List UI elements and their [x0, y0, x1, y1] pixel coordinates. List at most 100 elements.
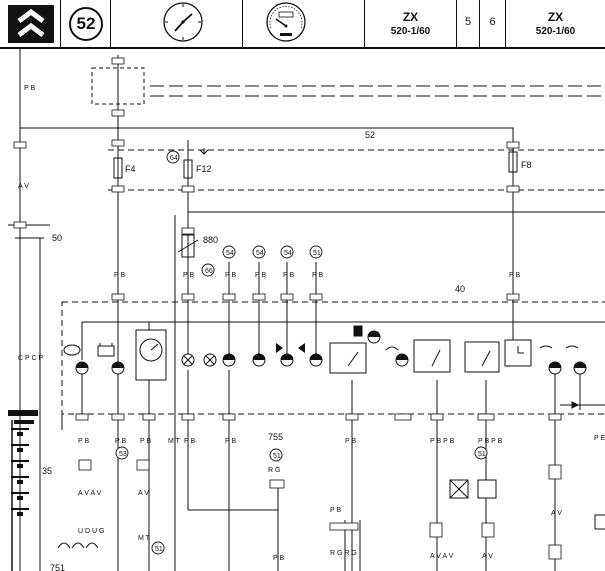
wiper-icon	[539, 345, 553, 349]
wire-code-pb-15: P B	[330, 507, 341, 514]
clock-icon	[163, 2, 203, 42]
connector-stack-35	[8, 410, 38, 516]
conn-14	[252, 293, 266, 301]
label-880: 880	[203, 235, 218, 245]
wire-code-pb-16: P B	[273, 555, 284, 562]
wire-code-pb-3: P B	[183, 272, 194, 279]
ref-54b: 54	[256, 250, 264, 257]
lamp-headlamp-icon	[63, 344, 81, 356]
conn-24	[394, 413, 412, 421]
ref-66: 66	[205, 268, 213, 275]
wire-code-udug: U D U G	[78, 528, 104, 535]
ref-51: 51	[313, 250, 321, 257]
ref-54a: 54	[226, 250, 234, 257]
conn-3	[506, 141, 520, 149]
model-name-left: ZX	[402, 10, 419, 24]
conn-7	[13, 221, 27, 229]
wire-code-pb-4: P B	[225, 272, 236, 279]
conn-2	[181, 185, 195, 193]
conn-15	[280, 293, 294, 301]
bus-52-line	[19, 127, 514, 140]
wire-code-pb-6: P B	[283, 272, 294, 279]
label-fuse-f8: F8	[521, 160, 532, 170]
label-panel-40: 40	[455, 284, 465, 294]
conn-32	[429, 522, 443, 538]
label-50: 50	[52, 233, 62, 243]
conn-9	[111, 109, 125, 117]
conn-25	[430, 413, 444, 421]
wire-code-pb-8: P B	[509, 272, 520, 279]
lamp-2-fill	[112, 362, 124, 368]
conn-8	[111, 57, 125, 65]
wire-code-av-1: A V	[18, 183, 29, 190]
fuse-f4-icon	[113, 157, 123, 179]
conn-11	[111, 293, 125, 301]
chevron-logo-icon	[8, 5, 54, 43]
model-code-right: 520-1/60	[535, 26, 576, 37]
odometer-cell	[243, 0, 365, 47]
conn-35	[548, 544, 562, 560]
conn-20	[142, 413, 156, 421]
conn-27	[548, 413, 562, 421]
label-fuse-f4: F4	[125, 164, 136, 174]
sheet-number-6-cell: 6	[480, 0, 506, 47]
conn-34	[548, 464, 562, 480]
rheostat-arrow	[177, 239, 199, 253]
wire-code-mt: M T	[168, 438, 181, 445]
model-cell-right: ZX 520-1/60	[506, 0, 605, 47]
wire-code-pb-12: P B	[184, 438, 195, 445]
wire-code-pbpb-2: P B P B	[478, 438, 503, 445]
wire-code-pb-11: P B	[140, 438, 151, 445]
wire-755	[188, 509, 279, 520]
fuse-f8-icon	[508, 151, 518, 173]
rheostat-880	[181, 234, 195, 258]
fuel-pump-icon	[353, 325, 363, 337]
washer-icon	[565, 345, 579, 349]
clock-cell	[111, 0, 243, 47]
lamp-1-fill	[76, 362, 88, 368]
ignition-switch-box	[91, 67, 145, 105]
conn-29	[136, 459, 150, 471]
speedometer-icon	[266, 2, 306, 42]
switch-symbol-2	[477, 479, 497, 499]
label-755: 755	[268, 432, 283, 442]
wire-code-pb-10: P B	[115, 438, 126, 445]
page-number: 52	[69, 7, 103, 41]
oil-gauge	[464, 341, 500, 373]
ref-51b: 51	[273, 453, 281, 460]
page-number-cell: 52	[61, 0, 111, 47]
sheet-number-6: 6	[489, 16, 496, 28]
conn-33	[481, 522, 495, 538]
wire-code-av-4: A V	[482, 553, 493, 560]
label-bus-52: 52	[365, 130, 375, 140]
wire-code-mt-2: M T	[138, 535, 151, 542]
ref-64: 64	[170, 155, 178, 162]
brand-logo-cell	[0, 0, 61, 47]
conn-13	[222, 293, 236, 301]
conn-22	[222, 413, 236, 421]
conn-6	[13, 141, 27, 149]
label-751: 751	[50, 563, 65, 571]
ref-51d: 51	[478, 451, 486, 458]
model-name-right: ZX	[547, 10, 564, 24]
conn-5	[111, 185, 125, 193]
conn-26	[477, 413, 495, 421]
arrow-left-indicator-icon	[298, 343, 305, 353]
wire-code-rg: R G	[268, 467, 280, 474]
conn-21	[181, 413, 195, 421]
ref-54c: 54	[284, 250, 292, 257]
wire-code-cp: C P C P	[18, 355, 43, 362]
coolant-icon	[385, 346, 399, 351]
wire-code-pb-5: P B	[255, 272, 266, 279]
fuse-f12-icon	[183, 159, 193, 179]
wire-code-pb-14: P B	[345, 438, 356, 445]
battery-icon	[97, 345, 115, 357]
switch-symbol-3	[594, 514, 605, 530]
arrow-right-indicator-icon	[276, 343, 283, 353]
light-icon	[199, 148, 209, 155]
conn-31	[329, 522, 359, 531]
label-35: 35	[42, 466, 52, 476]
conn-17	[506, 293, 520, 301]
conn-23	[345, 413, 359, 421]
